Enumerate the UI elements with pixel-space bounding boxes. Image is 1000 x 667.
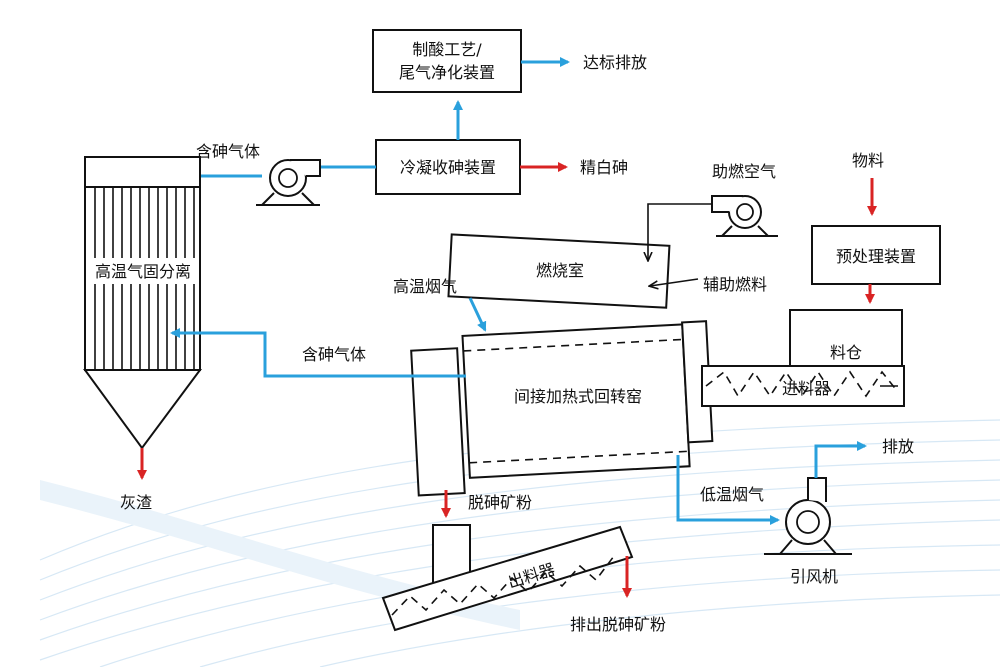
flow-aux-fuel <box>650 278 699 286</box>
induced-fan-icon <box>764 477 852 555</box>
induced-fan-label: 引风机 <box>790 567 838 586</box>
up-to-standard-label: 达标排放 <box>583 53 647 72</box>
dearsenic-powder-label: 脱砷矿粉 <box>468 493 532 512</box>
acid-plant-label-2: 尾气净化装置 <box>399 63 495 82</box>
flow-flue-to-kiln <box>468 297 487 332</box>
rotary-kiln <box>410 320 714 497</box>
white-arsenic-label: 精白砷 <box>580 158 628 177</box>
kiln-label: 间接加热式回转窑 <box>514 387 642 406</box>
material-label: 物料 <box>852 151 884 170</box>
condenser-box <box>375 139 521 195</box>
blower-icon <box>711 195 778 237</box>
arsenic-gas-top-label: 含砷气体 <box>196 142 260 161</box>
hopper-label: 料仓 <box>830 343 862 362</box>
pretreatment-box <box>811 225 941 285</box>
combustion-chamber-label: 燃烧室 <box>536 261 584 280</box>
discharger-unit <box>381 524 634 632</box>
exhaust-label: 排放 <box>882 437 914 456</box>
aux-fuel-label: 辅助燃料 <box>703 275 767 294</box>
combustion-air-label: 助燃空气 <box>712 162 776 181</box>
ash-label: 灰渣 <box>120 493 152 512</box>
low-temp-flue-label: 低温烟气 <box>700 485 764 504</box>
discharge-powder-label: 排出脱砷矿粉 <box>570 615 666 634</box>
high-temp-flue-label: 高温烟气 <box>393 277 457 296</box>
pretreatment-label: 预处理装置 <box>836 247 916 266</box>
flow-kiln-to-fan <box>676 455 780 525</box>
condenser-label: 冷凝收砷装置 <box>400 158 496 177</box>
flow-kiln-to-separator <box>170 328 466 378</box>
acid-plant-label-1: 制酸工艺/ <box>412 40 482 59</box>
hopper-box <box>789 309 903 367</box>
flow-fan-to-exhaust <box>814 441 867 478</box>
combustion-chamber <box>447 233 671 309</box>
feeder-label: 进料器 <box>782 379 830 398</box>
separator-unit <box>83 156 202 450</box>
flow-air-to-chamber <box>648 203 712 260</box>
fan-icon <box>256 159 321 206</box>
screw-conveyor-icon <box>701 365 905 407</box>
separator-label: 高温气固分离 <box>95 262 191 281</box>
arsenic-gas-mid-label: 含砷气体 <box>302 345 366 364</box>
